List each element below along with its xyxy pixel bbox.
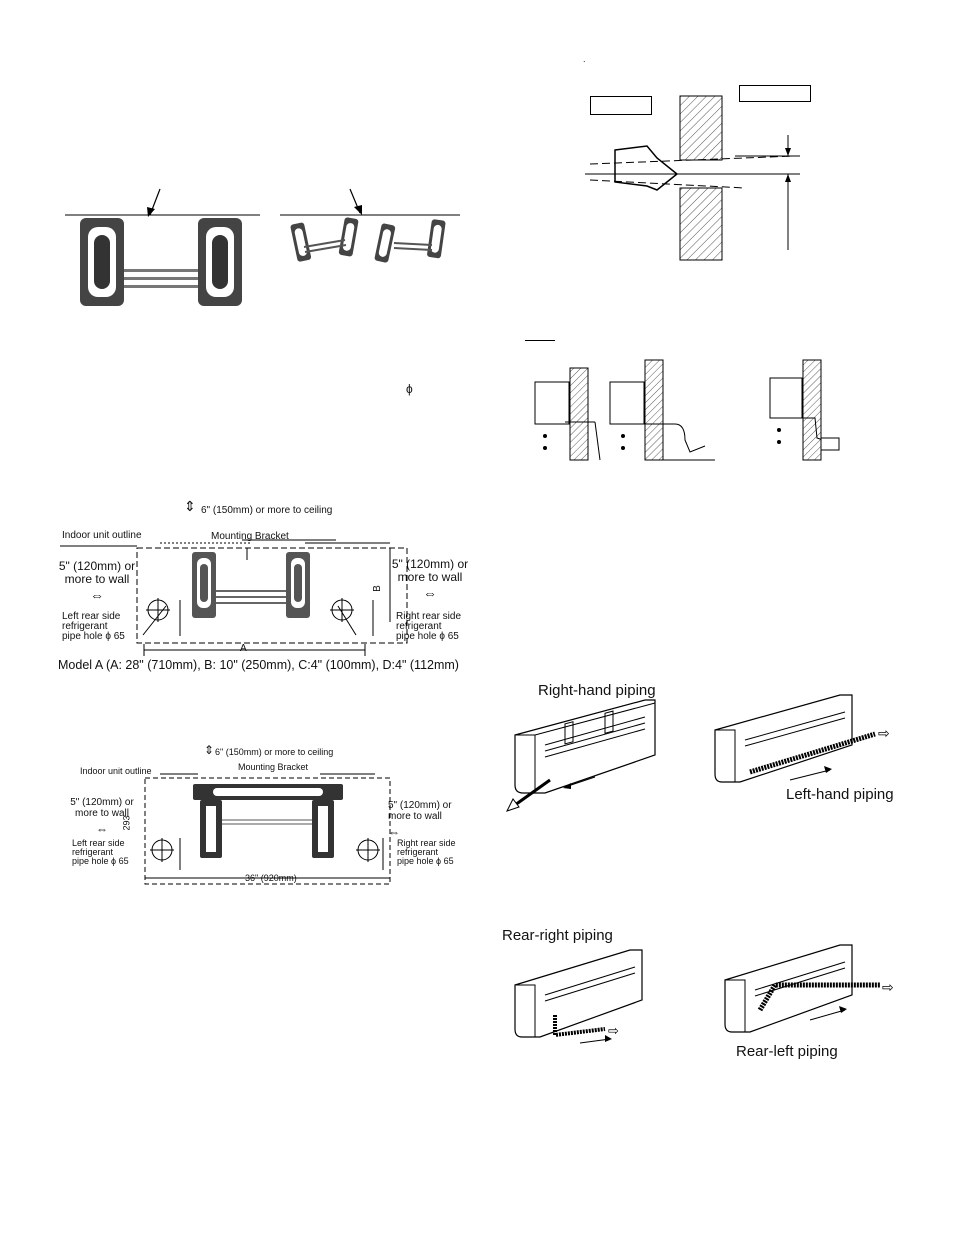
outdoor-label-box: [739, 85, 811, 102]
model-b-bracket-label: Mounting Bracket: [238, 762, 309, 772]
rear-left-piping-figure: ⇨: [724, 944, 894, 1033]
b-left-arrow-icon: ⇔: [96, 822, 108, 836]
model-a-indoor-outline-label: Indoor unit outline: [62, 530, 142, 541]
right-hand-piping-label: Right-hand piping: [538, 682, 656, 699]
model-a-ceiling-arrow-icon: ⇕: [184, 498, 196, 514]
drain-underline: [525, 330, 555, 341]
rear-right-piping-figure: ⇨: [514, 949, 643, 1044]
model-a-bracket-label: Mounting Bracket: [211, 531, 289, 542]
lh-arrow-icon: ⇨: [878, 726, 890, 742]
right-hand-piping-figure: [506, 699, 656, 812]
left-arrow-icon: ⇔: [90, 587, 104, 603]
model-a-caption: Model A (A: 28" (710mm), B: 10" (250mm),…: [58, 658, 459, 672]
rr-arrow-icon: ⇨: [608, 1024, 619, 1039]
left-hand-piping-figure: ⇨: [714, 694, 890, 783]
rl-arrow-icon: ⇨: [882, 980, 894, 996]
model-a-dim-a: A: [240, 643, 247, 654]
model-a-plate-figure: [60, 539, 408, 656]
model-b-ceiling-label: 6" (150mm) or more to ceiling: [215, 747, 334, 757]
rear-right-piping-label: Rear-right piping: [502, 927, 613, 944]
phi-mark: ϕ: [406, 382, 413, 396]
model-b-indoor-outline-label: Indoor unit outline: [80, 766, 152, 776]
bracket-level-figure: [65, 188, 460, 306]
bracket-tilted: [290, 217, 446, 263]
wall-hole-figure: [585, 95, 800, 261]
indoor-label-box: [590, 96, 652, 115]
model-b-plate-figure: [144, 773, 391, 885]
b-right-arrow-icon: ⇔: [388, 825, 400, 839]
left-hand-piping-label: Left-hand piping: [786, 786, 894, 803]
rear-left-piping-label: Rear-left piping: [736, 1043, 838, 1060]
model-b-ceiling-arrow-icon: ⇕: [204, 743, 215, 757]
right-arrow-icon: ⇔: [423, 585, 437, 601]
model-a-ceiling-label: 6" (150mm) or more to ceiling: [201, 505, 333, 516]
drain-figure: [534, 359, 840, 461]
stray-dot: .: [583, 54, 586, 64]
bracket-level: [80, 218, 242, 306]
